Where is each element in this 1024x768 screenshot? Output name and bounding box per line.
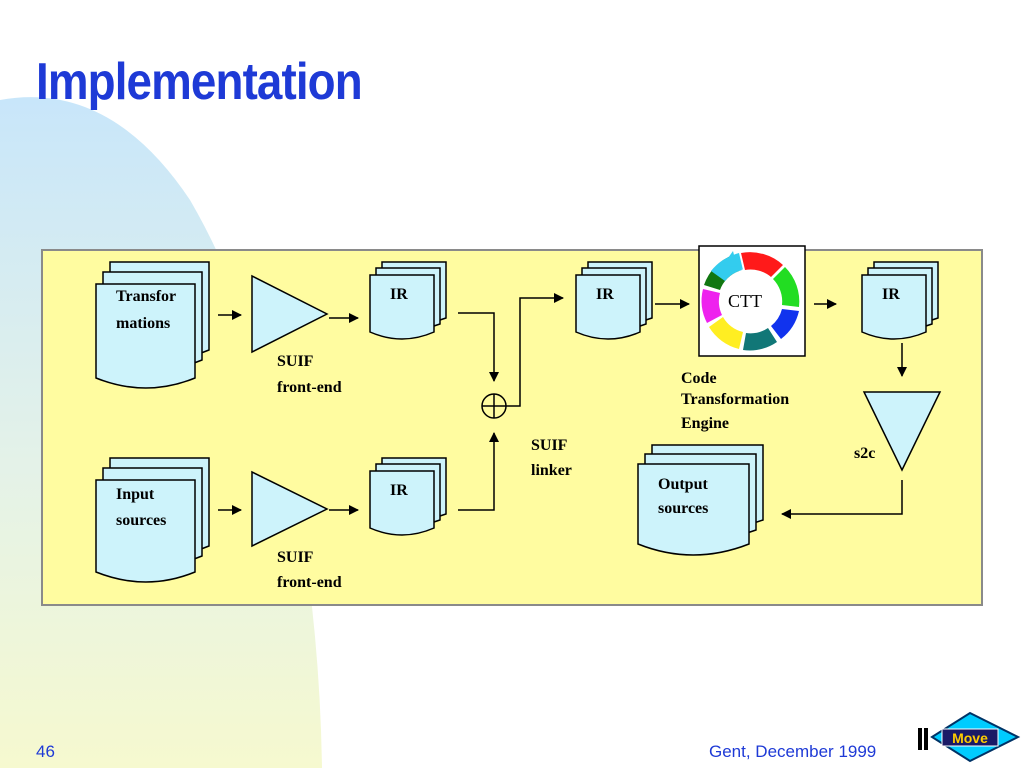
output-sources-document: Output sources (637, 444, 764, 556)
engine-label-line3: Engine (681, 415, 729, 432)
ir-label-middle: IR (596, 286, 614, 303)
engine-label-line2: Transformation (681, 391, 789, 408)
ir-label-right: IR (882, 286, 900, 303)
s2c-label: s2c (854, 445, 875, 462)
ir-document-bottom-left: IR (369, 457, 447, 536)
front-end-top-triangle (251, 274, 329, 354)
ctt-engine-box: CTT (698, 245, 806, 357)
slide-footer: Gent, December 1999 (709, 742, 877, 761)
ir-document-top-left: IR (369, 261, 447, 340)
ir-label-top-left: IR (390, 286, 408, 303)
front-end-top-label-line2: front-end (277, 379, 342, 396)
s2c-triangle (862, 391, 942, 472)
front-end-bottom-triangle (251, 470, 329, 548)
move-nav-button[interactable]: Move (918, 711, 1022, 763)
linker-label-line1: SUIF (531, 437, 568, 454)
ir-document-right: IR (861, 261, 939, 340)
input-sources-document: Input sources (95, 457, 210, 583)
transformations-document: Transfor mations (95, 261, 210, 389)
transformations-label-line2: mations (116, 315, 170, 332)
front-end-bottom-label-line1: SUIF (277, 549, 314, 566)
transformations-label-line1: Transfor (116, 288, 176, 305)
slide-number: 46 (36, 742, 55, 761)
front-end-top-label-line1: SUIF (277, 353, 314, 370)
output-sources-label-line2: sources (658, 500, 708, 517)
linker-label-line2: linker (531, 462, 572, 479)
output-sources-label-line1: Output (658, 476, 708, 493)
move-button-label: Move (952, 730, 988, 746)
ir-label-bottom-left: IR (390, 482, 408, 499)
linker-join-symbol (481, 393, 507, 419)
slide-title: Implementation (36, 53, 363, 111)
engine-label-line1: Code (681, 370, 717, 387)
front-end-bottom-label-line2: front-end (277, 574, 342, 591)
input-sources-label-line2: sources (116, 512, 166, 529)
input-sources-label-line1: Input (116, 486, 155, 503)
ir-document-middle: IR (575, 261, 653, 340)
ctt-label: CTT (728, 291, 762, 311)
